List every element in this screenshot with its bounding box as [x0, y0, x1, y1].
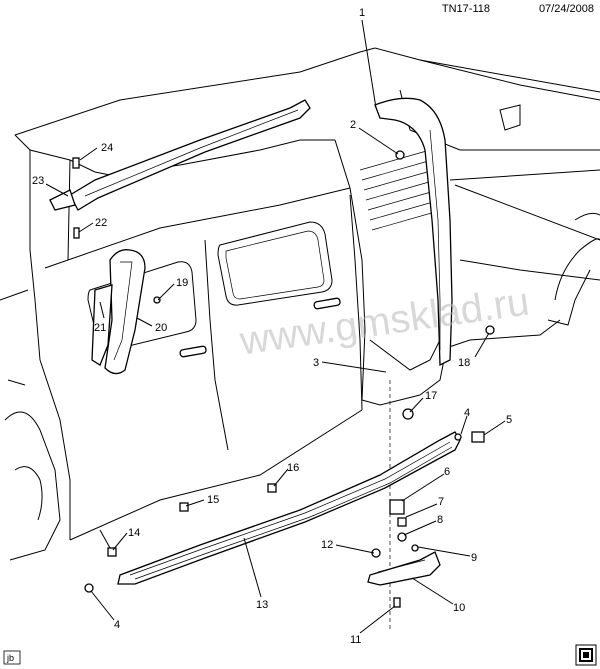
corner-tag-text: jb [6, 653, 14, 663]
callout-4-lower: 4 [114, 619, 120, 631]
callout-24: 24 [101, 142, 113, 154]
callout-4-upper: 4 [464, 407, 470, 419]
callout-13: 13 [256, 599, 268, 611]
callout-12: 12 [321, 539, 333, 551]
callout-5: 5 [506, 414, 512, 426]
diagram-code: TN17-118 [442, 3, 490, 15]
callout-8: 8 [437, 514, 443, 526]
callout-9: 9 [471, 552, 477, 564]
callout-7: 7 [438, 496, 444, 508]
corner-tag: jb [3, 650, 21, 665]
part-10-end-cap [367, 551, 441, 586]
gm-logo-icon [575, 644, 597, 666]
callout-14: 14 [128, 527, 140, 539]
part-20-pillar-molding [104, 249, 146, 375]
callout-labels: 1 2 3 4 4 5 6 7 8 9 10 11 12 13 14 15 16… [32, 7, 512, 646]
callout-3: 3 [313, 357, 319, 369]
callout-20: 20 [155, 322, 167, 334]
callout-6: 6 [444, 466, 450, 478]
part-1-rear-pillar-molding [374, 97, 453, 367]
callout-15: 15 [207, 494, 219, 506]
part-13-rocker-molding [117, 431, 461, 585]
callout-22: 22 [95, 217, 107, 229]
callout-1: 1 [359, 7, 365, 19]
leader-lines [45, 19, 506, 634]
callout-10: 10 [453, 602, 465, 614]
diagram-date: 07/24/2008 [539, 3, 594, 15]
part-21-pillar-applique [91, 284, 113, 366]
part-23-roof-rail [49, 99, 311, 211]
callout-2: 2 [350, 119, 356, 131]
callout-21: 21 [94, 322, 106, 334]
callout-23: 23 [32, 175, 44, 187]
callout-11: 11 [350, 634, 361, 646]
callout-18: 18 [458, 357, 470, 369]
fasteners [72, 150, 495, 608]
callout-19: 19 [176, 277, 188, 289]
callout-16: 16 [287, 462, 299, 474]
callout-17: 17 [425, 390, 437, 402]
